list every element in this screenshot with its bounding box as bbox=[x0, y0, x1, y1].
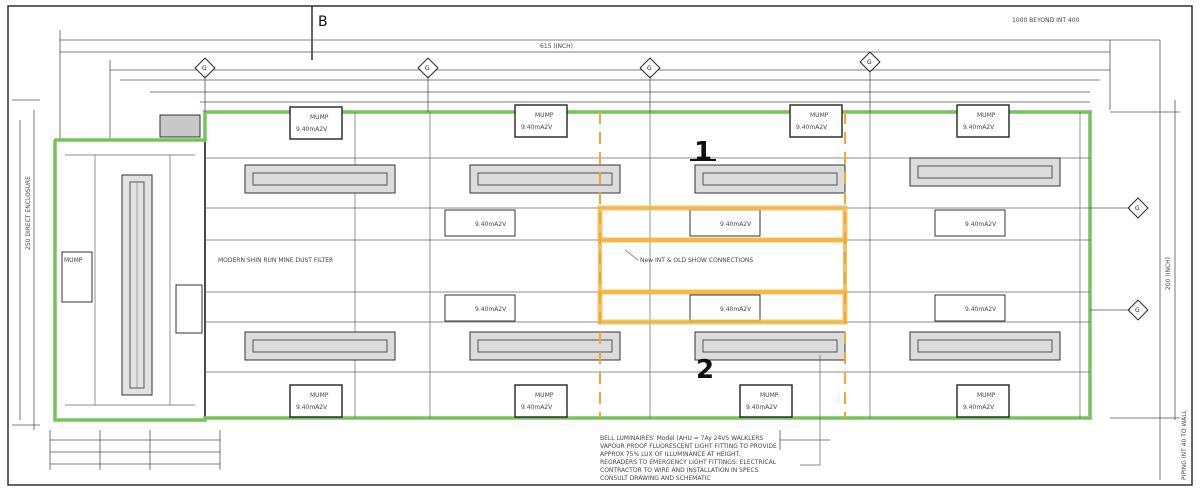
callout-label: New INT & OLD SHOW CONNECTIONS bbox=[640, 257, 753, 264]
light-fixture bbox=[694, 164, 846, 194]
vertical-fixture bbox=[121, 174, 153, 396]
wall-box: MUMP 9.40mA2V bbox=[739, 384, 793, 418]
svg-text:9.40mA2V: 9.40mA2V bbox=[475, 306, 507, 313]
wall-box: MUMP 9.40mA2V bbox=[289, 384, 343, 418]
light-fixture bbox=[244, 331, 396, 361]
top-dimension-lines bbox=[59, 30, 1160, 140]
svg-text:9.40mA2V: 9.40mA2V bbox=[475, 221, 507, 228]
equipment-block bbox=[159, 114, 201, 138]
annotation-1: 1 bbox=[694, 137, 712, 167]
svg-text:APPROX 75% LUX OF ILLUMINANCE: APPROX 75% LUX OF ILLUMINANCE AT HEIGHT. bbox=[600, 451, 741, 458]
svg-text:MUMP: MUMP bbox=[310, 392, 329, 399]
note-leader bbox=[800, 355, 821, 466]
svg-text:9.40mA2V: 9.40mA2V bbox=[965, 306, 997, 313]
inner-label: MODERN SHIN RUN MINE DUST FILTER bbox=[218, 257, 333, 264]
left-dimension-lines bbox=[12, 99, 40, 430]
left-panel-code: MUMP bbox=[64, 257, 83, 264]
wall-box: MUMP 9.40mA2V bbox=[956, 104, 1010, 138]
small-fixture: 9.40mA2V bbox=[934, 209, 1006, 237]
svg-text:9.40mA2V: 9.40mA2V bbox=[296, 126, 328, 133]
right-side-label: PIPING INT 40 TO WALL bbox=[1181, 409, 1188, 480]
right-dimension-lines bbox=[1110, 40, 1180, 480]
top-right-note: 1000 BEYOND INT 400 bbox=[1012, 17, 1080, 24]
bottom-dimension-lines bbox=[49, 430, 830, 470]
svg-text:MUMP: MUMP bbox=[310, 114, 329, 121]
light-fixture bbox=[909, 331, 1061, 361]
svg-text:G: G bbox=[1135, 205, 1140, 212]
svg-text:CONTRACTOR TO WIRE AND INSTALL: CONTRACTOR TO WIRE AND INSTALLATION IN S… bbox=[600, 467, 759, 474]
wall-box: MUMP 9.40mA2V bbox=[289, 106, 343, 140]
small-fixture: 9.40mA2V bbox=[444, 294, 516, 322]
svg-text:MUMP: MUMP bbox=[810, 112, 829, 119]
svg-text:BELL LUMINAIRES' Model (AHU =: BELL LUMINAIRES' Model (AHU = 7Ay 24VS W… bbox=[600, 435, 763, 442]
light-fixture bbox=[244, 164, 396, 194]
small-fixture: 9.40mA2V bbox=[689, 209, 761, 237]
grid-letter: B bbox=[318, 14, 328, 30]
light-fixture bbox=[909, 157, 1061, 187]
svg-text:G: G bbox=[425, 65, 430, 72]
orange-zone-highlight bbox=[597, 112, 848, 418]
small-fixture: 9.40mA2V bbox=[444, 209, 516, 237]
left-door-box bbox=[175, 284, 203, 334]
svg-text:9.40mA2V: 9.40mA2V bbox=[296, 404, 328, 411]
svg-text:G: G bbox=[867, 59, 872, 66]
small-fixture: 9.40mA2V bbox=[934, 294, 1006, 322]
svg-text:MUMP: MUMP bbox=[977, 392, 996, 399]
column-lines bbox=[204, 70, 1130, 311]
wall-box: MUMP 9.40mA2V bbox=[514, 104, 568, 138]
light-fixture bbox=[694, 331, 846, 361]
svg-text:MUMP: MUMP bbox=[760, 392, 779, 399]
small-fixture: 9.40mA2V bbox=[689, 294, 761, 322]
svg-text:9.40mA2V: 9.40mA2V bbox=[963, 404, 995, 411]
svg-text:MUMP: MUMP bbox=[535, 392, 554, 399]
svg-text:9.40mA2V: 9.40mA2V bbox=[746, 404, 778, 411]
svg-text:9.40mA2V: 9.40mA2V bbox=[965, 221, 997, 228]
svg-text:9.40mA2V: 9.40mA2V bbox=[720, 306, 752, 313]
svg-text:G: G bbox=[202, 65, 207, 72]
svg-text:MUMP: MUMP bbox=[977, 112, 996, 119]
svg-text:G: G bbox=[1135, 307, 1140, 314]
wall-box: MUMP 9.40mA2V bbox=[789, 104, 843, 138]
callout-leader bbox=[624, 249, 639, 261]
svg-text:VAPOUR PROOF FLUORESCENT LIGHT: VAPOUR PROOF FLUORESCENT LIGHT FITTING T… bbox=[600, 443, 777, 450]
svg-text:REGRADERS TO EMERGENCY LIGHT F: REGRADERS TO EMERGENCY LIGHT FITTINGS: E… bbox=[600, 459, 777, 466]
svg-text:9.40mA2V: 9.40mA2V bbox=[521, 404, 553, 411]
light-fixture bbox=[469, 331, 621, 361]
svg-text:9.40mA2V: 9.40mA2V bbox=[796, 124, 828, 131]
left-side-label: 250 DIRECT ENCLOSURE bbox=[25, 176, 32, 250]
wall-box: MUMP 9.40mA2V bbox=[514, 384, 568, 418]
light-fixtures: 9.40mA2V 9.40mA2V 9.40mA2V 9.40mA2V 9.40mA2V… bbox=[244, 157, 1061, 361]
note-block: BELL LUMINAIRES' Model (AHU = 7Ay 24VS W… bbox=[600, 435, 777, 482]
perimeter-highlight bbox=[53, 110, 1092, 422]
svg-text:9.40mA2V: 9.40mA2V bbox=[521, 124, 553, 131]
svg-text:9.40mA2V: 9.40mA2V bbox=[720, 221, 752, 228]
svg-text:MUMP: MUMP bbox=[535, 112, 554, 119]
annotation-2: 2 bbox=[696, 355, 714, 385]
svg-text:9.40mA2V: 9.40mA2V bbox=[963, 124, 995, 131]
right-dimension: 200 (INCH) bbox=[1165, 257, 1172, 290]
wall-boxes: MUMP9.40mA2VMUMP9.40mA2VMUMP9.40mA2VMUMP… bbox=[289, 104, 1010, 418]
light-fixture bbox=[469, 164, 621, 194]
grid-markers: G G G G G G bbox=[194, 51, 1149, 321]
left-panel-box bbox=[61, 251, 93, 303]
svg-text:CONSULT DRAWING AND SCHEMATIC: CONSULT DRAWING AND SCHEMATIC bbox=[600, 475, 711, 482]
wall-box: MUMP 9.40mA2V bbox=[956, 384, 1010, 418]
overall-dimension: 615 (INCH) bbox=[540, 43, 573, 50]
svg-text:G: G bbox=[647, 65, 652, 72]
